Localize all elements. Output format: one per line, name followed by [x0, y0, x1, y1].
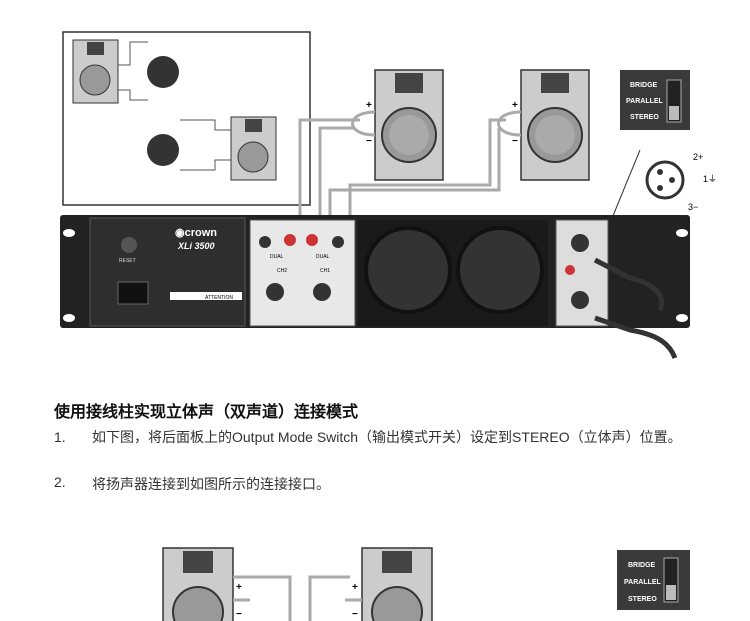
svg-text:CH1: CH1 — [320, 268, 330, 274]
svg-text:+: + — [352, 582, 358, 593]
svg-text:PARALLEL: PARALLEL — [626, 98, 664, 105]
mode-switch-bottom: BRIDGE PARALLEL STEREO — [617, 550, 690, 610]
list-item: 1. 如下图，将后面板上的Output Mode Switch（输出模式开关）设… — [54, 428, 724, 447]
inset-diagram — [62, 31, 311, 206]
svg-text:+: + — [512, 100, 518, 111]
svg-text:CH2: CH2 — [277, 268, 287, 274]
svg-text:1⏚: 1⏚ — [703, 174, 717, 184]
list-text: 将扬声器连接到如图所示的连接接口。 — [92, 476, 330, 492]
svg-text:PARALLEL: PARALLEL — [624, 579, 662, 586]
svg-text:DUAL: DUAL — [270, 254, 284, 260]
section-heading: 使用接线柱实现立体声（双声道）连接模式 — [54, 404, 359, 421]
svg-text:−: − — [512, 136, 518, 147]
svg-text:−: − — [352, 609, 358, 620]
svg-text:BRIDGE: BRIDGE — [630, 82, 658, 89]
mode-switch: BRIDGE PARALLEL STEREO — [620, 70, 690, 130]
list-text: 如下图，将后面板上的Output Mode Switch（输出模式开关）设定到S… — [92, 429, 682, 445]
svg-text:ATTENTION: ATTENTION — [205, 295, 233, 301]
list-item: 2. 将扬声器连接到如图所示的连接接口。 — [54, 474, 330, 494]
minus-sign: − — [366, 136, 372, 147]
svg-text:XLi 3500: XLi 3500 — [177, 241, 215, 251]
svg-text:DUAL: DUAL — [316, 254, 330, 260]
svg-text:3−: 3− — [688, 202, 698, 212]
svg-text:◉crown: ◉crown — [175, 227, 217, 239]
svg-text:−: − — [236, 609, 242, 620]
speaker-left-bottom — [162, 547, 234, 621]
speaker-right — [520, 69, 590, 181]
svg-text:+: + — [236, 582, 242, 593]
svg-text:BRIDGE: BRIDGE — [628, 562, 656, 569]
plus-sign: + — [366, 100, 372, 111]
list-number: 1. — [54, 429, 66, 445]
svg-text:STEREO: STEREO — [628, 596, 657, 603]
svg-text:2+: 2+ — [693, 152, 703, 162]
amplifier-rear-panel: RESET ◉crown XLi 3500 ATTENTION DUAL DUAL… — [60, 215, 690, 328]
xlr-cables — [593, 257, 678, 359]
svg-text:RESET: RESET — [119, 258, 136, 264]
svg-text:STEREO: STEREO — [630, 114, 659, 121]
speaker-right-bottom — [361, 547, 433, 621]
speaker-left — [374, 69, 444, 181]
list-number: 2. — [54, 474, 66, 490]
